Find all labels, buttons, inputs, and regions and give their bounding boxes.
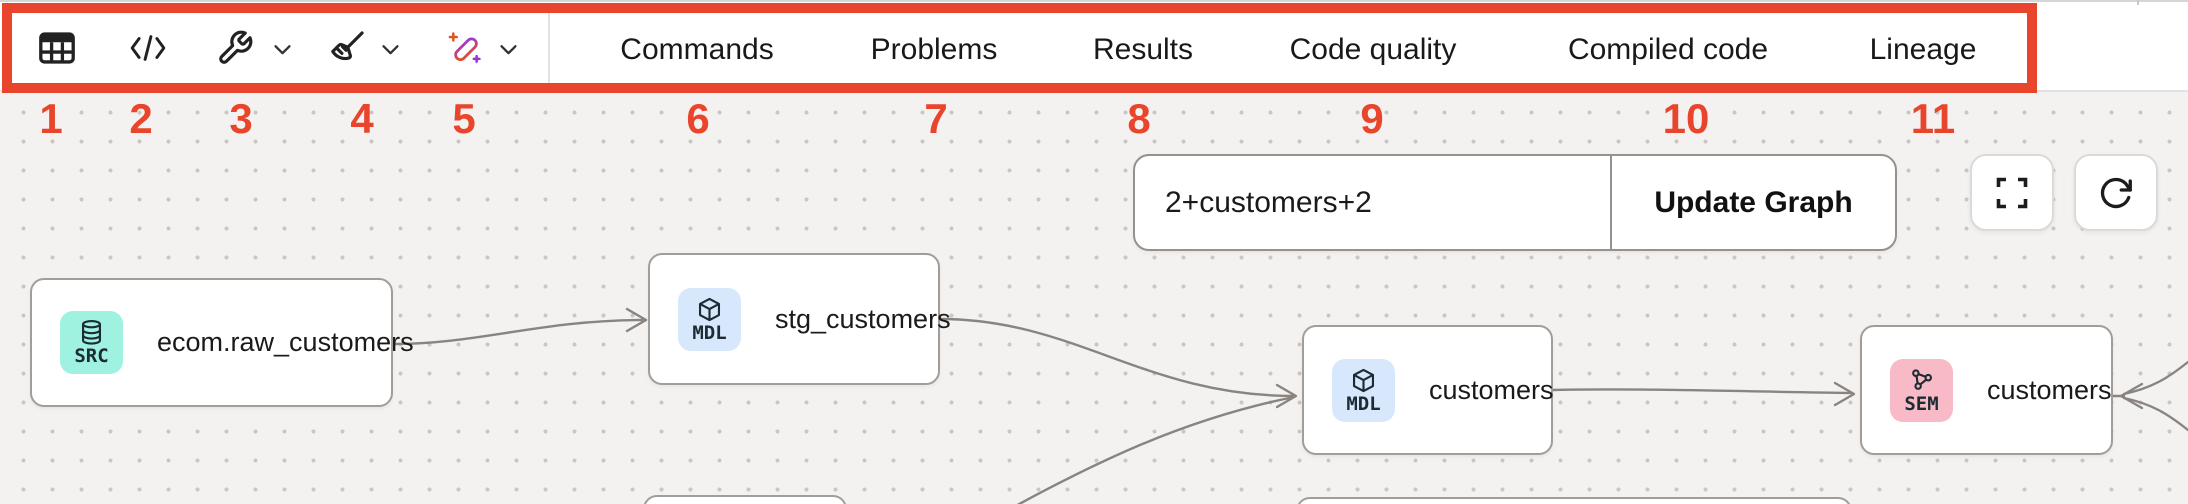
magic-wand-dropdown-chevron[interactable]: [500, 43, 517, 55]
broom-icon: [331, 31, 364, 61]
tab-results[interactable]: Results: [1092, 33, 1194, 66]
tab-commands[interactable]: Commands: [620, 33, 774, 66]
badge-label: MDL: [1346, 392, 1381, 415]
annotation-number: 1: [39, 95, 63, 142]
toolbar-divider: [548, 4, 550, 90]
annotation-number: 4: [350, 95, 374, 142]
annotation-number: 2: [129, 95, 153, 142]
cube-icon: [1352, 368, 1375, 392]
lineage-node-customers-model[interactable]: MDL customers: [1302, 325, 1554, 455]
graph-filter-input[interactable]: [1135, 156, 1610, 249]
chevron-down-icon: [274, 45, 291, 55]
code-icon: [130, 35, 166, 61]
lineage-node-stg-customers[interactable]: MDL stg_customers: [648, 253, 951, 385]
annotation-number: 7: [924, 95, 948, 142]
node-label: ecom.raw_customers: [157, 327, 414, 357]
node-label: customers: [1987, 374, 2112, 405]
badge-label: MDL: [692, 321, 727, 344]
annotation-number: 10: [1662, 95, 1710, 142]
annotation-number: 5: [452, 95, 476, 142]
annotation-number: 8: [1127, 95, 1151, 142]
fullscreen-button[interactable]: [1970, 154, 2054, 231]
chevron-down-icon: [382, 45, 399, 55]
annotation-number: 6: [686, 95, 710, 142]
network-icon: [1912, 368, 1933, 390]
fullscreen-icon: [1996, 177, 2028, 208]
update-graph-button[interactable]: Update Graph: [1612, 156, 1895, 249]
lineage-node-partial[interactable]: [1296, 497, 1852, 504]
tab-compiled-code[interactable]: Compiled code: [1567, 33, 1769, 66]
wrench-button[interactable]: [216, 29, 254, 67]
chevron-down-icon: [500, 45, 517, 55]
magic-wand-button[interactable]: [447, 29, 485, 67]
lineage-node-source[interactable]: SRC ecom.raw_customers: [30, 278, 414, 407]
broom-button[interactable]: [328, 29, 366, 67]
code-button[interactable]: [129, 29, 167, 67]
tab-lineage[interactable]: Lineage: [1869, 33, 1977, 66]
broom-dropdown-chevron[interactable]: [382, 43, 399, 55]
node-type-badge: MDL: [1332, 358, 1395, 422]
cube-icon: [698, 297, 721, 321]
badge-label: SRC: [74, 345, 109, 367]
magic-wand-icon: [448, 32, 481, 63]
refresh-button[interactable]: [2074, 154, 2158, 231]
database-icon: [81, 319, 102, 345]
table-button[interactable]: [38, 29, 76, 67]
badge-label: SEM: [1904, 392, 1939, 415]
wrench-dropdown-chevron[interactable]: [274, 43, 291, 55]
table-icon: [39, 32, 75, 64]
annotation-number: 3: [229, 95, 253, 142]
editor-toolbar: Commands Problems Results Code quality C…: [0, 0, 2188, 92]
node-type-badge: MDL: [678, 287, 741, 351]
node-label: customers: [1429, 374, 1554, 405]
lineage-node-customers-semantic[interactable]: SEM customers: [1860, 325, 2113, 455]
lineage-node-partial[interactable]: [643, 495, 847, 504]
tab-code-quality[interactable]: Code quality: [1289, 33, 1457, 66]
annotation-number: 9: [1360, 95, 1384, 142]
tab-problems[interactable]: Problems: [870, 33, 998, 66]
annotation-number: 11: [1910, 95, 1956, 142]
pane-seam: [2137, 0, 2139, 5]
node-label: stg_customers: [775, 303, 951, 334]
node-type-badge: SRC: [60, 311, 123, 374]
filter-group-divider: [1610, 156, 1612, 249]
wrench-icon: [219, 30, 253, 64]
refresh-icon: [2100, 177, 2132, 208]
graph-filter-group: Update Graph: [1133, 154, 1897, 251]
node-type-badge: SEM: [1890, 358, 1953, 422]
